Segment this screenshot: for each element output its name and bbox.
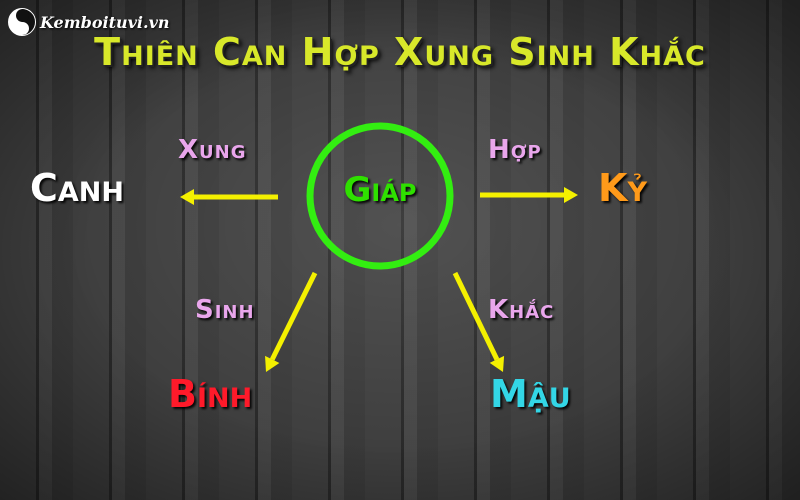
arrow-to-mau-shaft — [452, 271, 500, 361]
arrow-to-ky — [480, 187, 578, 203]
arrow-to-binh-head — [265, 355, 280, 372]
arrow-to-canh-head — [180, 189, 194, 205]
arrow-to-mau-head — [489, 355, 505, 372]
yin-yang-icon — [8, 8, 36, 36]
arrow-group — [180, 187, 578, 372]
logo-text: Kemboituvi.vn — [40, 12, 170, 32]
node-canh: Canh — [30, 166, 124, 210]
relation-xung: Xung — [178, 135, 247, 165]
center-node-giap: Giáp — [343, 170, 417, 210]
relation-sinh: Sinh — [195, 295, 255, 325]
node-ky: Kỷ — [598, 166, 647, 210]
arrow-to-canh — [180, 189, 278, 205]
node-binh: Bính — [168, 372, 253, 416]
arrow-to-binh-shaft — [269, 271, 318, 361]
arrow-to-mau — [452, 271, 505, 372]
center-ring — [306, 122, 454, 270]
relation-khac: Khắc — [488, 295, 555, 325]
arrow-to-ky-head — [564, 187, 578, 203]
relation-hop: Hợp — [488, 135, 542, 165]
arrow-to-binh — [265, 271, 318, 372]
site-logo: Kemboituvi.vn — [8, 8, 170, 36]
node-mau: Mậu — [490, 372, 571, 416]
diagram-title: Thiên Can Hợp Xung Sinh Khắc — [94, 30, 706, 74]
